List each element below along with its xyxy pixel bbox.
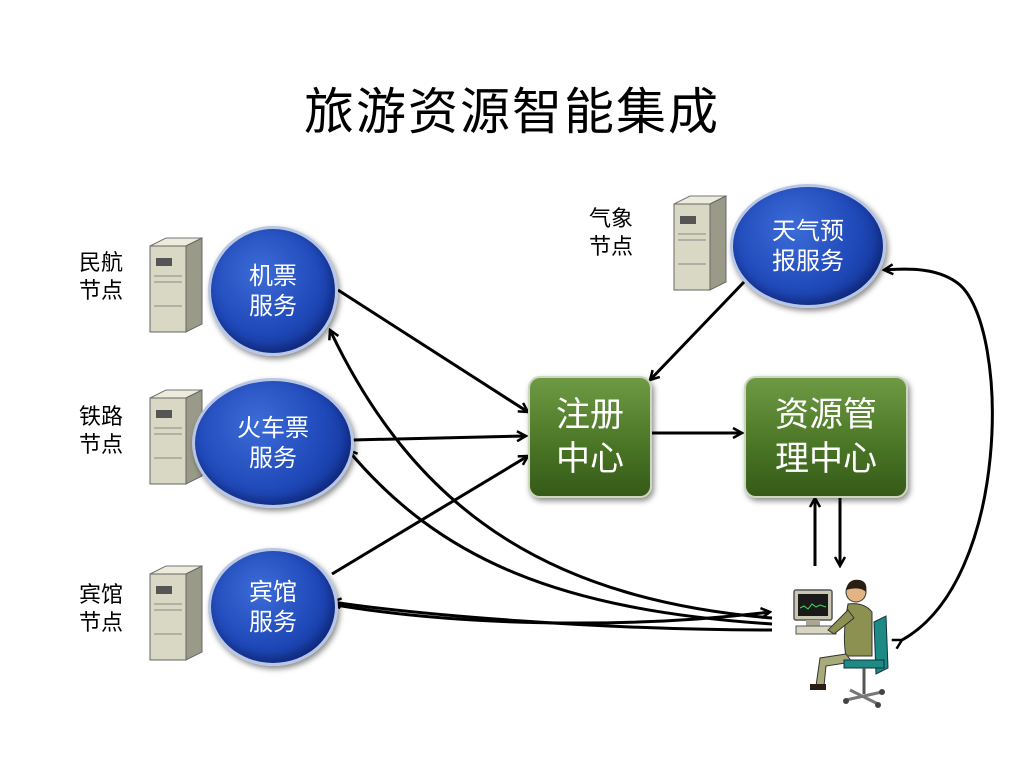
resource-center-label: 资源管 理中心 (775, 395, 877, 479)
railway-node-label: 铁路 节点 (78, 405, 123, 458)
arrow-hotel-to-registry (331, 456, 528, 576)
train-service-label: 火车票 服务 (237, 414, 309, 472)
flight-service-node: 机票 服务 (208, 226, 338, 356)
arrow-operator-to-hotel (332, 602, 773, 632)
weather-service-node: 天气预 报服务 (730, 184, 886, 308)
registry-center-node: 注册 中心 (528, 376, 652, 498)
weather-node-label: 气象 节点 (588, 207, 633, 260)
arrow-weather-operator (884, 269, 994, 640)
aviation-server-icon (149, 237, 203, 333)
weather-server-icon (673, 195, 727, 291)
arrow-flight-to-registry (337, 288, 528, 412)
arrow-operator-to-train (348, 450, 773, 626)
registry-center-label: 注册 中心 (556, 395, 624, 479)
train-service-node: 火车票 服务 (192, 378, 354, 508)
aviation-node-label: 民航 节点 (78, 251, 123, 304)
arrow-operator-to-flight (330, 330, 773, 620)
flight-service-label: 机票 服务 (249, 262, 297, 320)
hotel-node-label: 宾馆 节点 (78, 583, 123, 636)
arrow-weather-to-registry (650, 280, 746, 380)
arrow-hotel-to-operator (329, 602, 770, 625)
arrow-train-to-registry (351, 436, 526, 440)
hotel-server-icon (149, 565, 203, 661)
hotel-service-node: 宾馆 服务 (208, 548, 338, 666)
resource-center-node: 资源管 理中心 (744, 376, 908, 498)
hotel-service-label: 宾馆 服务 (249, 578, 297, 636)
weather-service-label: 天气预 报服务 (772, 217, 844, 275)
page-title: 旅游资源智能集成 (304, 83, 720, 141)
operator-at-computer-icon (793, 579, 889, 708)
